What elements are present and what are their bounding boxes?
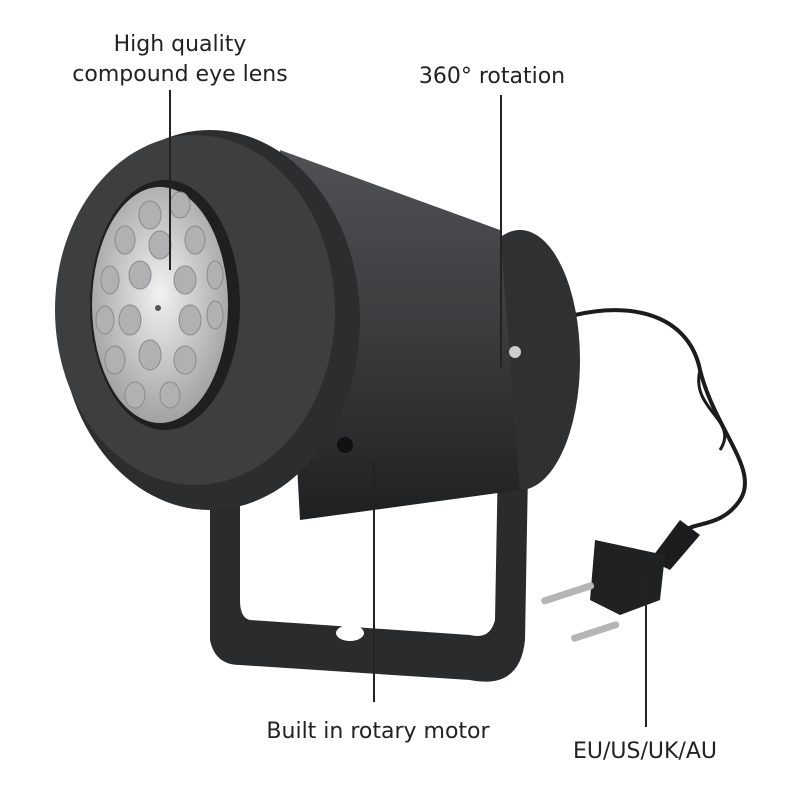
motor-callout: Built in rotary motor bbox=[266, 719, 490, 744]
lens-callout-line1: High quality bbox=[113, 32, 247, 57]
plug-callout-line bbox=[645, 575, 647, 727]
rotation-callout-line bbox=[500, 95, 502, 367]
motor-callout-line bbox=[373, 462, 375, 702]
lens-callout-line bbox=[169, 90, 171, 270]
compound-eye-lens bbox=[92, 187, 228, 423]
eu-plug bbox=[541, 520, 700, 642]
rotation-callout: 360° rotation bbox=[418, 64, 566, 89]
lens-callout-line2: compound eye lens bbox=[72, 62, 288, 87]
plug-callout: EU/US/UK/AU bbox=[573, 739, 717, 764]
lens-callout: High quality compound eye lens bbox=[60, 30, 300, 90]
mount-bracket bbox=[210, 350, 530, 682]
